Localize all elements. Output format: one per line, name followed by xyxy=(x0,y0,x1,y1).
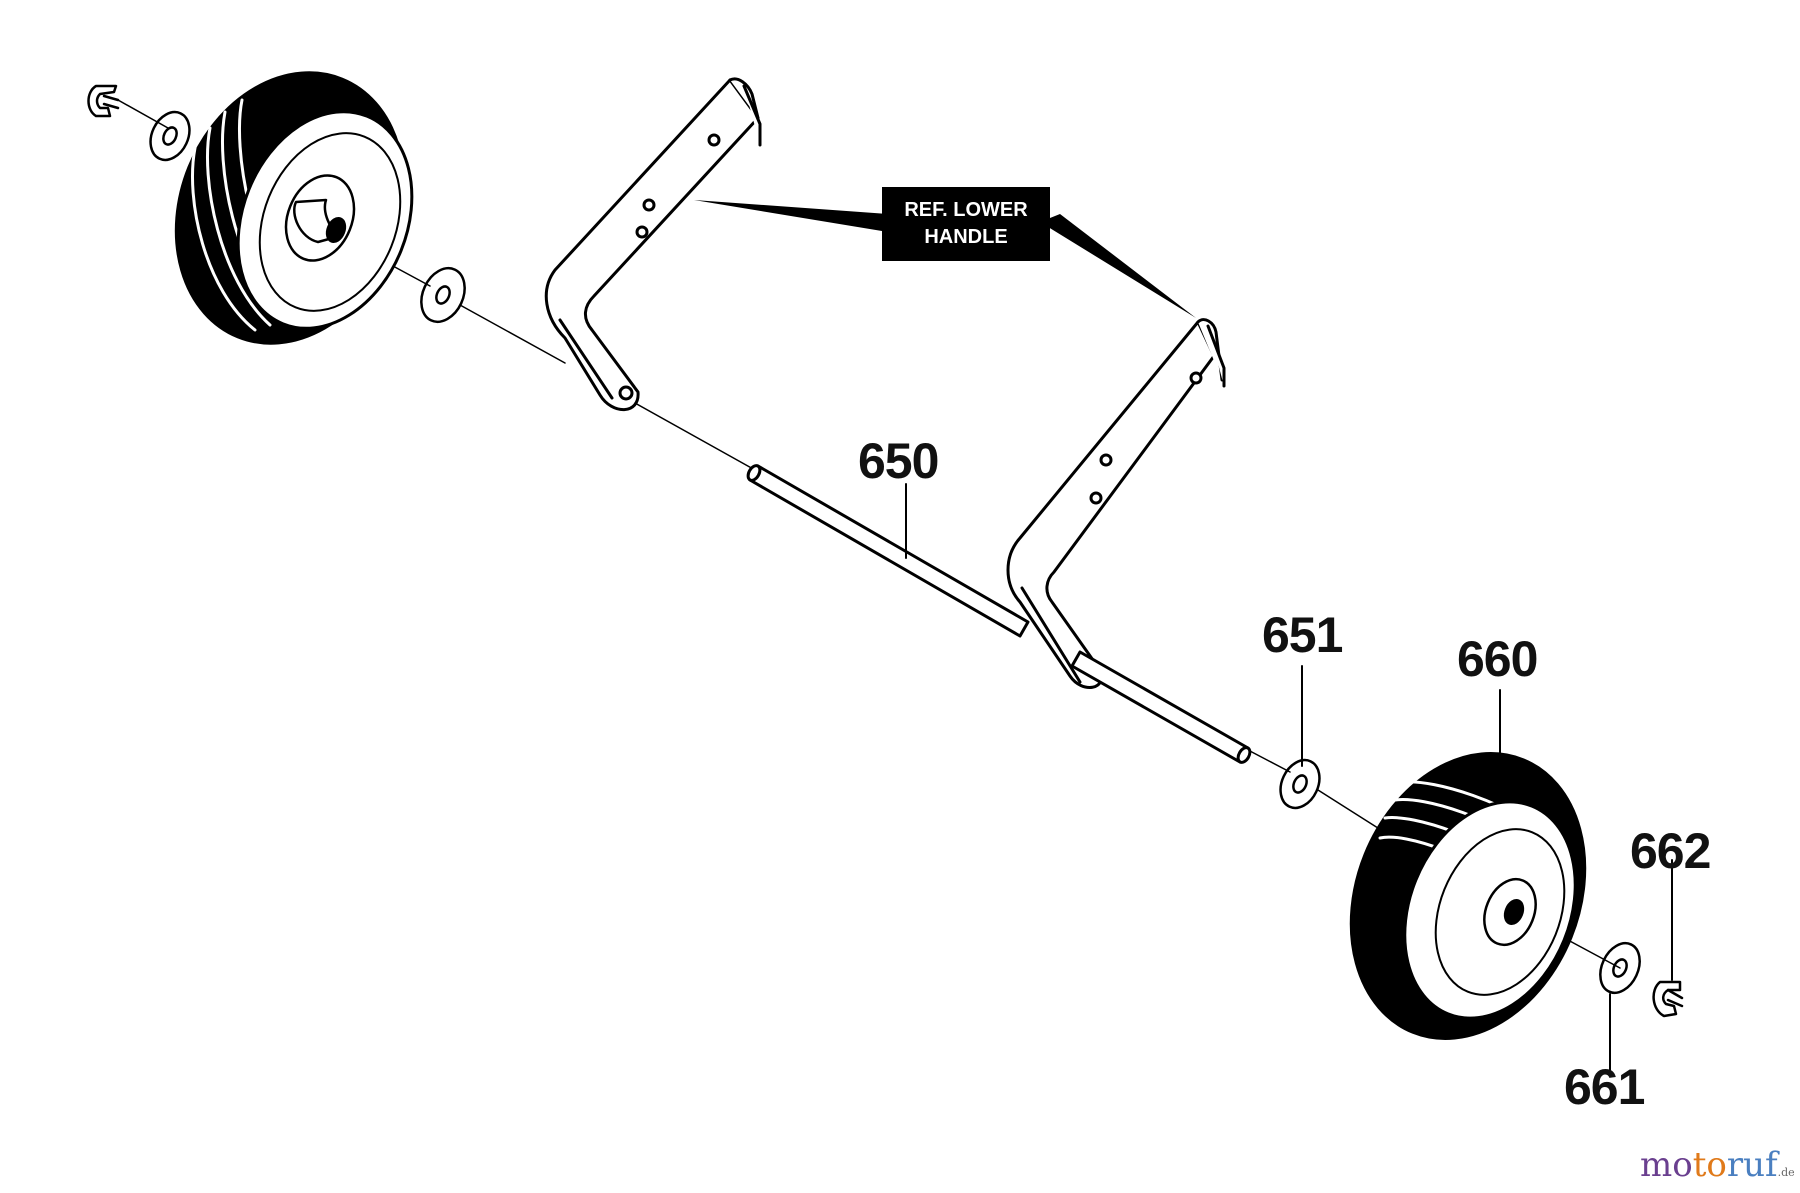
part-label-650: 650 xyxy=(858,433,939,489)
logo-part-2: to xyxy=(1692,1145,1727,1185)
part-label-661: 661 xyxy=(1564,1059,1645,1115)
left-retaining-clip xyxy=(87,84,120,118)
ref-lower-handle-callout: REF. LOWER HANDLE xyxy=(882,187,1050,261)
part-label-662: 662 xyxy=(1630,823,1711,879)
part-label-651: 651 xyxy=(1262,607,1343,663)
washer-651 xyxy=(1279,758,1321,810)
callout-line-2: HANDLE xyxy=(924,226,1008,248)
motoruf-watermark-logo: motoruf.de xyxy=(1640,1148,1795,1182)
left-wheel xyxy=(174,71,414,345)
left-outer-washer xyxy=(149,110,191,162)
callout-line-1: REF. LOWER xyxy=(904,199,1028,221)
right-lower-handle xyxy=(1006,318,1226,689)
clip-662 xyxy=(1652,980,1684,1018)
logo-tld: .de xyxy=(1777,1166,1795,1179)
washer-661 xyxy=(1599,941,1641,995)
right-wheel-660 xyxy=(1349,752,1587,1040)
logo-part-1: mo xyxy=(1640,1145,1693,1185)
axle-650 xyxy=(746,464,1252,764)
callout-leaders xyxy=(694,200,1196,318)
left-inner-washer xyxy=(420,267,466,323)
part-label-660: 660 xyxy=(1457,631,1538,687)
logo-part-3: ruf xyxy=(1726,1145,1778,1185)
left-lower-handle xyxy=(544,77,762,412)
part-leader-lines xyxy=(905,483,1673,1075)
